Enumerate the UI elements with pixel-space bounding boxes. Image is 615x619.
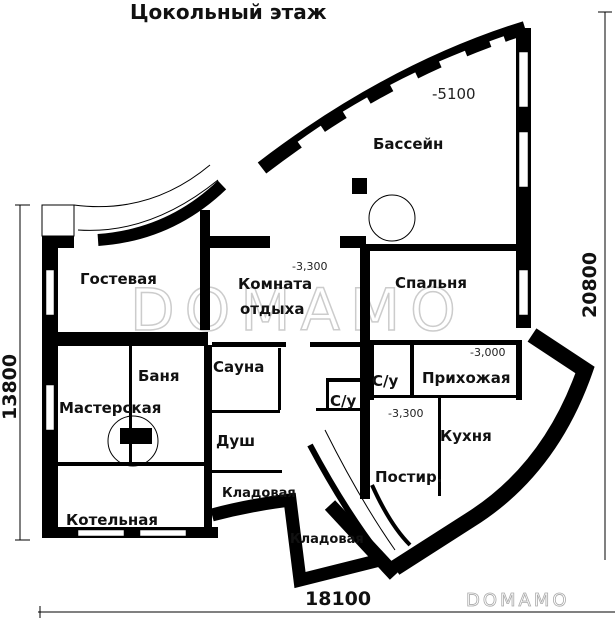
room-laundry: Постир. (375, 468, 442, 486)
room-lounge-line2: отдыха (240, 300, 304, 318)
level-pool: -5100 (432, 85, 476, 103)
room-hall: Прихожая (422, 369, 510, 387)
room-labels: Бассейн Гостевая Комната отдыха Спальня … (59, 135, 510, 547)
watermark-small: DOMAMO (466, 590, 570, 611)
room-guest: Гостевая (80, 270, 157, 288)
floor-title: Цокольный этаж (130, 0, 327, 24)
room-wc-1: С/у (372, 372, 398, 390)
dimension-lines (15, 11, 615, 618)
level-hall: -3,000 (470, 346, 505, 359)
room-shower: Душ (216, 432, 255, 450)
level-marks: -5100 -3,300 -3,000 -3,300 (292, 85, 505, 420)
dimension-width: 18100 (305, 588, 371, 610)
room-storage-1: Кладовая (222, 486, 296, 501)
walls (41, 21, 595, 589)
dimension-right-height: 20800 (579, 252, 601, 318)
dimension-left-height: 13800 (0, 354, 21, 420)
room-workshop: Мастерская (59, 399, 161, 417)
room-lounge-line1: Комната (238, 275, 312, 293)
level-lounge: -3,300 (292, 260, 327, 273)
room-kitchen: Кухня (440, 427, 492, 445)
level-laundry: -3,300 (388, 407, 423, 420)
room-pool: Бассейн (373, 135, 443, 153)
room-storage-2: Кладовая (290, 532, 364, 547)
room-boiler: Котельная (66, 511, 158, 529)
room-wc-2: С/у (330, 392, 356, 410)
room-bedroom: Спальня (395, 274, 467, 292)
room-banya: Баня (138, 367, 180, 385)
room-sauna: Сауна (213, 358, 264, 376)
